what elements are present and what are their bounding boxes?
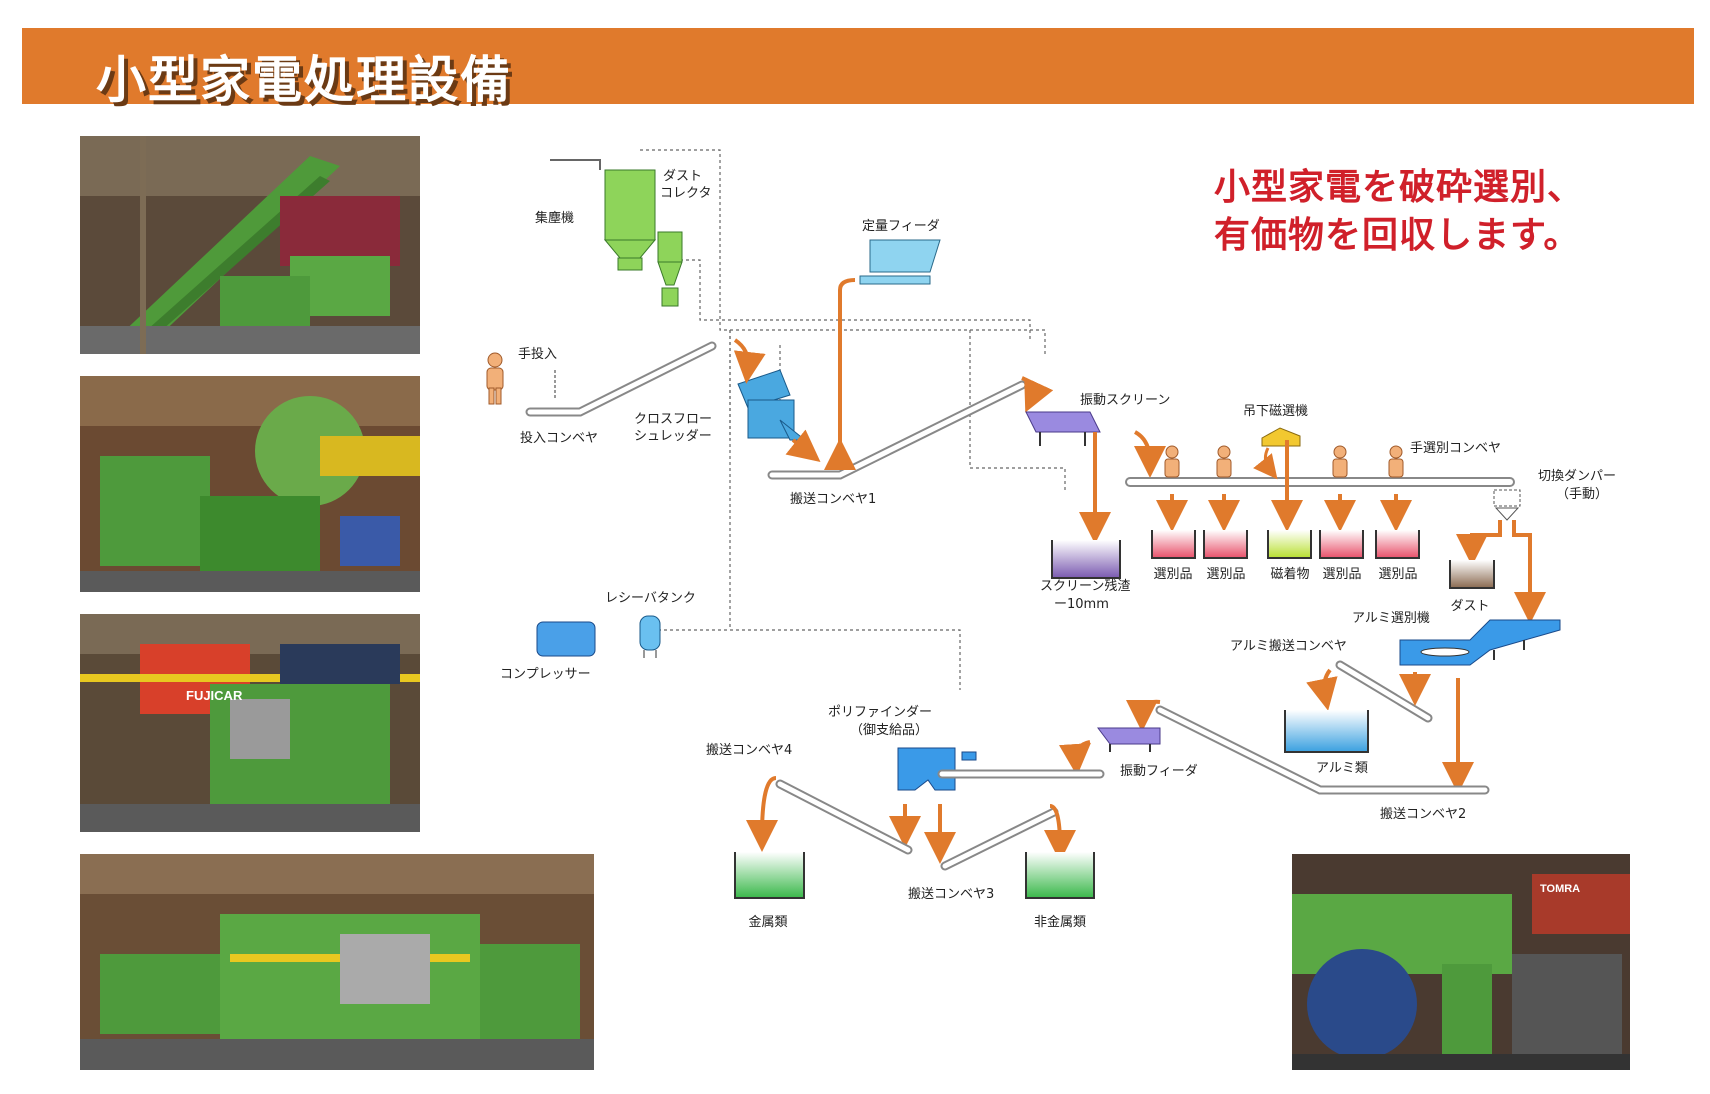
arrow-to-vib-feeder (1126, 699, 1161, 732)
bin-label-selected-4: 選別品 (1378, 567, 1417, 582)
bin-screen-residue (1051, 540, 1121, 579)
arrow-magnet (1253, 447, 1278, 480)
arrow-to-alu-bin (1306, 668, 1338, 711)
headline-line-2: 有価物を回収します。 (1214, 215, 1581, 256)
bin-metals (734, 852, 805, 899)
arrow-to-alu-sorter (1512, 520, 1546, 624)
dust-collector (550, 159, 683, 307)
logo-fujicar-1: FUJICAR (186, 688, 243, 703)
bin-label-selected-3: 選別品 (1322, 567, 1361, 582)
photo-facility-4 (80, 854, 594, 1070)
bin-label-magnetic: 磁着物 (1270, 566, 1309, 582)
polyfinder-label-2: （御支給品） (850, 723, 928, 738)
photo-tomra-sorter (1292, 854, 1630, 1070)
arrow-feeder-to-conveyor-1 (824, 278, 856, 470)
arrow-to-metals-bin (746, 776, 779, 852)
receiver-tank (639, 615, 661, 658)
conveyor-1-label: 搬送コンベヤ1 (790, 492, 876, 507)
photo-facility-2 (80, 376, 420, 592)
hand-sort-conveyor-label: 手選別コンベヤ (1410, 441, 1501, 456)
polyfinder (897, 747, 977, 791)
arrow-shredder-to-conveyor (785, 429, 821, 462)
photo-facility-1 (80, 136, 420, 354)
magnet-label: 吊下磁選機 (1243, 404, 1308, 419)
aluminum-label: アルミ類 (1316, 761, 1368, 776)
alu-conveyor-label: アルミ搬送コンベヤ (1230, 639, 1347, 654)
manual-input-label: 手投入 (518, 346, 557, 362)
dust-label: ダスト (1450, 599, 1489, 614)
photo-facility-3 (80, 614, 420, 832)
collector-label: 集塵機 (535, 210, 574, 226)
bin-nonmetals (1025, 852, 1095, 899)
sorting-operators (1164, 445, 1404, 478)
shredder-label-1: クロスフロー (634, 412, 712, 427)
logo-tomra: TOMRA (1540, 883, 1580, 895)
polyfinder-label-1: ポリファインダー (828, 705, 932, 720)
compressor-label: コンプレッサー (500, 667, 591, 682)
vibrating-screen (1025, 411, 1101, 446)
fixed-feeder-label: 定量フィーダ (862, 219, 940, 234)
suspended-magnet (1261, 427, 1301, 447)
page-title: 小型家電処理設備 (96, 51, 512, 109)
bin-aluminum (1284, 710, 1369, 753)
conveyor-3-label: 搬送コンベヤ3 (908, 887, 994, 902)
bin-label-selected-1: 選別品 (1153, 567, 1192, 582)
conveyor-1 (767, 380, 1027, 480)
conveyor-3 (940, 807, 1059, 871)
vibrating-screen-label: 振動スクリーン (1080, 393, 1170, 408)
operator-icon (486, 352, 504, 405)
receiver-tank-label: レシーバタンク (605, 591, 696, 606)
cross-flow-shredder (737, 369, 807, 441)
metals-label: 金属類 (748, 914, 787, 930)
conveyor-2-label: 搬送コンベヤ2 (1380, 807, 1466, 822)
bin-dust (1449, 560, 1495, 589)
alu-sorter-label: アルミ選別機 (1352, 611, 1430, 626)
title-banner (22, 28, 1694, 104)
vib-feeder-label: 振動フィーダ (1120, 764, 1198, 779)
vibrating-feeder (1097, 727, 1161, 752)
conveyor-4 (775, 779, 913, 855)
screen-residue-label-1: スクリーン残渣 (1040, 579, 1130, 594)
arrow-to-shredder (733, 338, 766, 384)
nonmetals-label: 非金属類 (1034, 914, 1086, 930)
dust-collector-label-1: ダスト (663, 169, 702, 184)
arrow-to-nonmetals-bin (1043, 804, 1076, 862)
damper-label-1: 切換ダンパー (1538, 469, 1616, 484)
switching-damper (1493, 489, 1521, 521)
shredder-label-2: シュレッダー (634, 429, 712, 444)
screen-residue-label-2: ー10mm (1054, 597, 1109, 612)
arrows-to-selected-bins (1156, 440, 1412, 532)
arrow-to-dust-bin (1456, 520, 1502, 566)
bin-label-selected-2: 選別品 (1206, 567, 1245, 582)
alu-conveyor (1335, 660, 1433, 723)
input-conveyor (525, 341, 717, 417)
input-conveyor-label: 投入コンベヤ (520, 430, 598, 446)
arrow-screen-to-handsort (1133, 430, 1166, 478)
fixed-feeder (859, 239, 941, 285)
headline-line-1: 小型家電を破砕選別、 (1214, 167, 1585, 208)
conveyor-4-label: 搬送コンベヤ4 (706, 743, 792, 758)
aluminum-sorter (1399, 619, 1561, 666)
conveyor-2 (1155, 705, 1490, 795)
arrow-to-vibrating-screen (1021, 376, 1054, 413)
damper-label-2: （手動） (1556, 487, 1608, 502)
compressor (536, 621, 596, 657)
arrow-feeder-to-conveyor (1058, 740, 1091, 776)
dust-collector-label-2: コレクタ (660, 186, 711, 201)
selected-bins (1151, 530, 1420, 559)
